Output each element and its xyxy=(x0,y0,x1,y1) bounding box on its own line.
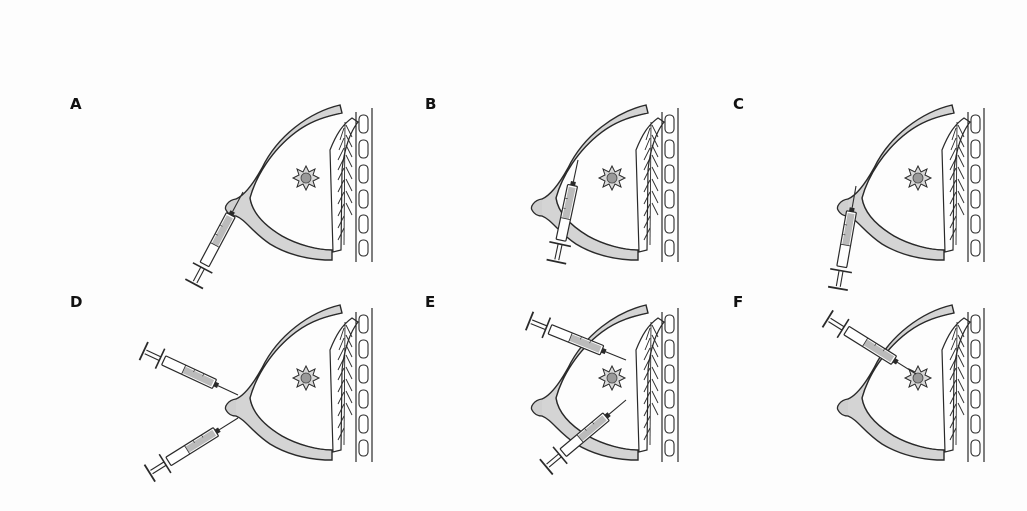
panel-b-illustration xyxy=(531,105,678,264)
panel-label-d: D xyxy=(70,293,82,311)
panel-label-f: F xyxy=(733,293,743,311)
panel-label-a: A xyxy=(70,95,82,113)
panel-label-c: C xyxy=(733,95,744,113)
syringe-d-upper xyxy=(139,341,243,405)
breast-cross-section-d xyxy=(225,305,372,462)
panel-f-illustration xyxy=(822,305,984,462)
panel-a-illustration xyxy=(184,105,372,289)
panel-label-e: E xyxy=(425,293,435,311)
syringe-d-lower xyxy=(144,409,244,483)
panel-e-illustration xyxy=(525,305,678,475)
breast-cross-section-c xyxy=(837,105,984,262)
breast-cross-section-a xyxy=(225,105,372,262)
panel-label-b: B xyxy=(425,95,436,113)
breast-cross-section-b xyxy=(531,105,678,262)
panel-c-illustration xyxy=(827,105,984,290)
breast-cross-section-f xyxy=(837,305,984,462)
panel-d-illustration xyxy=(139,305,372,482)
